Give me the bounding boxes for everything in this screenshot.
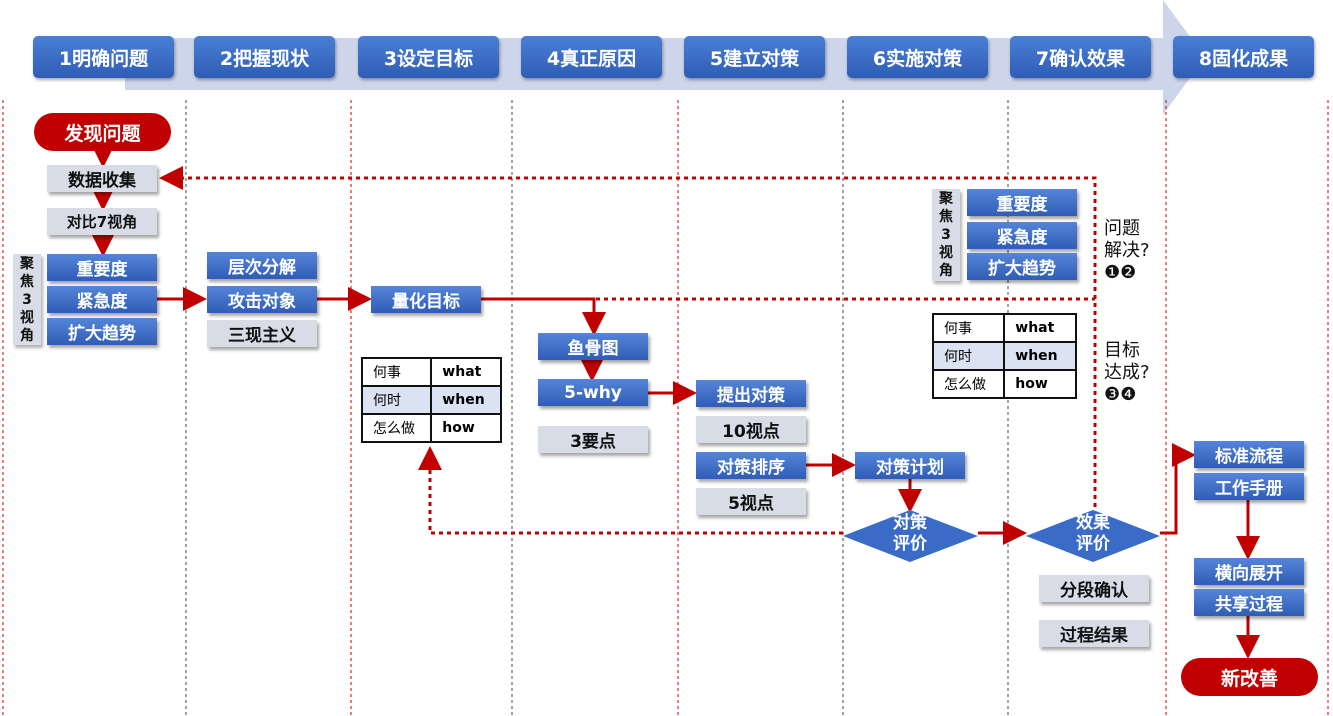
importance-box-2: 重要度 bbox=[967, 189, 1077, 216]
urgency-box-2: 紧急度 bbox=[967, 222, 1077, 249]
step-7[interactable]: 7确认效果 bbox=[1010, 36, 1151, 78]
ten-viewpoints-box: 10视点 bbox=[696, 416, 806, 443]
fishbone-box: 鱼骨图 bbox=[538, 333, 648, 360]
focus-char: 视 bbox=[939, 245, 953, 261]
focus-char: 角 bbox=[939, 263, 953, 279]
quantify-target-box: 量化目标 bbox=[371, 286, 481, 313]
focus-3-view-label-2: 聚焦 3 视角 bbox=[932, 189, 960, 281]
trend-box: 扩大趋势 bbox=[47, 318, 157, 345]
step-8[interactable]: 8固化成果 bbox=[1173, 36, 1314, 78]
step-5[interactable]: 5建立对策 bbox=[684, 36, 825, 78]
layer-decompose-box: 层次分解 bbox=[207, 252, 317, 279]
target-achieved-question: 目标达成?❸❹ bbox=[1104, 340, 1150, 406]
table-cell: 怎么做 bbox=[931, 369, 1006, 399]
measure-plan-box: 对策计划 bbox=[855, 452, 965, 479]
focus-char: 角 bbox=[20, 327, 34, 344]
table-cell: how bbox=[430, 413, 502, 443]
new-improvement-end: 新改善 bbox=[1181, 658, 1318, 696]
table-cell: 何时 bbox=[931, 341, 1006, 371]
standard-process-box: 标准流程 bbox=[1194, 441, 1304, 468]
table-cell: 何时 bbox=[360, 385, 433, 415]
work-manual-box: 工作手册 bbox=[1194, 473, 1304, 500]
step-4[interactable]: 4真正原因 bbox=[521, 36, 662, 78]
step-2[interactable]: 2把握现状 bbox=[194, 36, 335, 78]
diamond-text: 对策 bbox=[893, 513, 927, 533]
urgency-box: 紧急度 bbox=[47, 286, 157, 313]
table-cell: what bbox=[430, 357, 502, 387]
step-6[interactable]: 6实施对策 bbox=[847, 36, 988, 78]
measure-eval-diamond: 对策评价 bbox=[870, 513, 950, 555]
horizontal-expand-box: 横向展开 bbox=[1194, 558, 1304, 585]
table-cell: 何事 bbox=[360, 357, 433, 387]
step-1[interactable]: 1明确问题 bbox=[33, 36, 174, 78]
three-points-box: 3要点 bbox=[538, 426, 648, 453]
process-arrow-band bbox=[125, 0, 1205, 115]
start-discover-problem: 发现问题 bbox=[34, 113, 171, 151]
eval-diamond-shape bbox=[843, 510, 978, 562]
table-cell: 何事 bbox=[931, 313, 1006, 343]
compare-7-view-box: 对比7视角 bbox=[47, 208, 157, 235]
question-markers: ❸❹ bbox=[1104, 384, 1137, 405]
focus-char: 聚 bbox=[939, 191, 953, 207]
question-text: 目标 bbox=[1104, 340, 1140, 361]
table-cell: 怎么做 bbox=[360, 413, 433, 443]
importance-box: 重要度 bbox=[47, 254, 157, 281]
table-cell: when bbox=[430, 385, 502, 415]
table-cell: how bbox=[1003, 369, 1077, 399]
process-result-box: 过程结果 bbox=[1039, 620, 1149, 647]
five-why-box: 5-why bbox=[538, 379, 648, 406]
data-collect-box: 数据收集 bbox=[47, 165, 157, 192]
five-viewpoints-box: 5视点 bbox=[696, 488, 806, 515]
attack-target-box: 攻击对象 bbox=[207, 286, 317, 313]
three-gen-box: 三现主义 bbox=[207, 320, 317, 347]
diamond-text: 效果 bbox=[1076, 513, 1110, 533]
problem-solved-question: 问题解决?❶❷ bbox=[1104, 218, 1150, 284]
share-process-box: 共享过程 bbox=[1194, 589, 1304, 616]
focus-char: 视 bbox=[20, 309, 34, 326]
question-text: 解决? bbox=[1104, 240, 1150, 261]
question-markers: ❶❷ bbox=[1104, 262, 1137, 283]
diamond-text: 评价 bbox=[893, 534, 927, 554]
focus-char: 3 bbox=[941, 227, 951, 243]
trend-box-2: 扩大趋势 bbox=[967, 253, 1077, 280]
focus-char: 3 bbox=[22, 291, 32, 308]
effect-diamond-shape bbox=[1026, 510, 1160, 562]
focus-char: 焦 bbox=[20, 273, 34, 290]
propose-measures-box: 提出对策 bbox=[696, 380, 806, 407]
table-cell: when bbox=[1003, 341, 1077, 371]
question-text: 达成? bbox=[1104, 362, 1150, 383]
focus-char: 焦 bbox=[939, 209, 953, 225]
focus-char: 聚 bbox=[20, 255, 34, 272]
rank-measures-box: 对策排序 bbox=[696, 452, 806, 479]
table-cell: what bbox=[1003, 313, 1077, 343]
diamond-text: 评价 bbox=[1076, 534, 1110, 554]
stage-confirm-box: 分段确认 bbox=[1039, 575, 1149, 602]
effect-eval-diamond: 效果评价 bbox=[1053, 513, 1133, 555]
question-text: 问题 bbox=[1104, 218, 1140, 239]
step-3[interactable]: 3设定目标 bbox=[358, 36, 499, 78]
